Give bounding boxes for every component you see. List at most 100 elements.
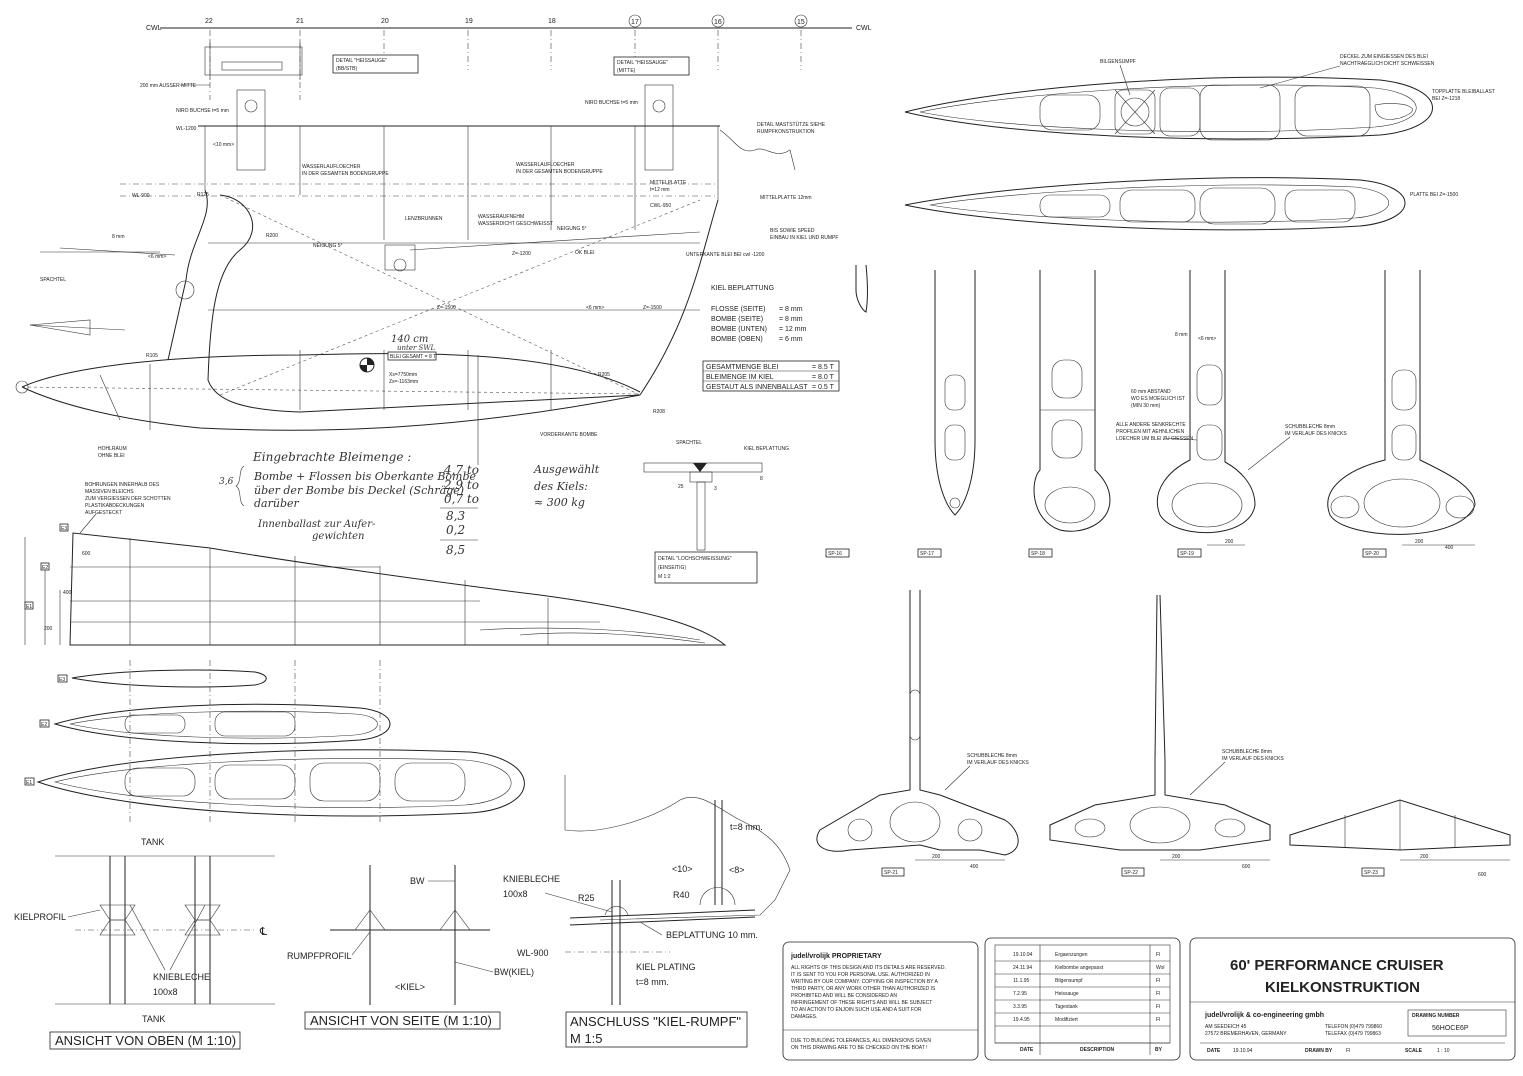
kiel-plating-1: KIEL PLATING — [636, 962, 696, 972]
station-18: 18 — [548, 18, 556, 25]
blei-row-1-label: GESAMTMENGE BLEI — [706, 364, 778, 371]
mittelplatte-dim: t=12 mm — [650, 187, 670, 193]
hand-innen-val: 0,2 — [446, 523, 465, 537]
sec-e2-tag: E2 — [41, 722, 47, 728]
sp20-dim-200: 200 — [1415, 539, 1424, 545]
beplattung-row-1-label: FLOSSE (SEITE) — [711, 306, 765, 313]
heissauge-bbstb-title: DETAIL "HEISSAUGE" — [336, 58, 387, 64]
topplatte-label-2: BEI Z=-1218 — [1432, 96, 1460, 102]
view-anschluss: KNIEBLECHE 100x8 R25 R40 WL-900 t=8 mm. … — [503, 775, 791, 1048]
blei-gesamt-label: BLEI GESAMT = 8 T — [390, 354, 436, 360]
dim-6mm-left: <6 mm> — [148, 254, 166, 260]
hand-sum: 8,3 — [446, 509, 465, 523]
sec-e3-tag: E3 — [59, 677, 65, 683]
nirobuchse-right: NIRO BUCHSE t=5 mm — [585, 100, 638, 106]
drawing-number-label: DRAWING NUMBER — [1412, 1013, 1460, 1019]
detail-heissauge-bbstb: DETAIL "HEISSAUGE" (BB/STB) 200 mm AUSSE… — [140, 40, 419, 171]
sections-row-2: SP-21 SCHUBBLECHE 8mm IM VERLAUF DES KNI… — [816, 590, 1511, 878]
scale-value: 1 : 10 — [1437, 1048, 1450, 1054]
ansicht-seite-title: ANSICHT VON SEITE (M 1:10) — [310, 1013, 492, 1028]
r125-label: R125 — [197, 192, 209, 198]
loch-title-2: (EINSEITIG) — [658, 565, 686, 571]
dim-600: 600 — [82, 551, 91, 557]
sp18-label: SP-18 — [1031, 551, 1045, 557]
cwl-label-right: CWL — [856, 25, 872, 32]
wasserlauf-left-2: IN DER GESAMTEN BODENGRUPPE — [302, 171, 389, 177]
beplattung-row-2-label: BOMBE (SEITE) — [711, 316, 763, 323]
z1200-label: Z=-1200 — [512, 251, 531, 257]
vorderkante-bombe-label: VORDERKANTE BOMBE — [540, 432, 598, 438]
r40-label: R40 — [673, 890, 690, 900]
keel-side-view: WL-1200 WL-900 R125 R200 R105 R205 R208 … — [15, 121, 838, 459]
schub-row1-2: IM VERLAUF DES KNICKS — [1285, 431, 1347, 437]
detail-heissauge-mitte: DETAIL "HEISSAUGE" (MITTE) NIRO BUCHSE t… — [585, 56, 690, 171]
gewicht-z: Zs=-1163mm — [389, 379, 418, 385]
tolerance-2: ON THIS DRAWING ARE TO BE CHECKED ON THE… — [791, 1045, 928, 1051]
loch-title-3: M 1:2 — [658, 574, 671, 580]
drawn-by-value: Fl — [1346, 1048, 1350, 1054]
beplattung-row-4-label: BOMBE (OBEN) — [711, 336, 763, 343]
loch-spachtel: SPACHTEL — [676, 440, 702, 446]
rev-6-desc: Modifiziert — [1055, 1017, 1078, 1023]
blei-row-3-label: GESTAUT ALS INNENBALLAST — [706, 384, 808, 391]
rev-3-date: 11.1.95 — [1013, 978, 1030, 984]
proprietary-body-1: ALL RIGHTS OF THIS DESIGN AND ITS DETAIL… — [791, 965, 946, 971]
maststuetze-1: DETAIL MASTSTÜTZE SIEHE — [757, 121, 826, 128]
wasserlauf-left-1: WASSERLAUFLOECHER — [302, 164, 361, 170]
unterkante-blei-label: UNTERKANTE BLEI BEI cwl -1200 — [686, 252, 765, 258]
top-plan-views: BILGENSUMPF DECKEL ZUM EINGIESSEN DES BL… — [904, 54, 1495, 231]
sp19-dim-6mm: <6 mm> — [1198, 336, 1216, 342]
company-addr-1: AM SEEDEICH 45 — [1205, 1024, 1247, 1030]
beplattung-row-1-value: = 8 mm — [779, 306, 803, 313]
hand-line-2: über der Bombe bis Deckel (Schräge) — [254, 484, 464, 497]
wl900-anschluss: WL-900 — [517, 948, 549, 958]
kiel-beplattung-list: KIEL BEPLATTUNG FLOSSE (SEITE) = 8 mm BO… — [711, 285, 807, 343]
heissauge-mitte-title: DETAIL "HEISSAUGE" — [617, 60, 668, 66]
z1500-b: Z=-1500 — [643, 305, 662, 311]
ansicht-oben-title: ANSICHT VON OBEN (M 1:10) — [55, 1033, 236, 1048]
heissauge-mitte-sub: (MITTE) — [617, 68, 636, 74]
t8-label: t=8 mm. — [730, 822, 763, 832]
rev-1-desc: Ergaenzungen — [1055, 952, 1088, 958]
alle-3: LOECHER UM BLEI ZU GIESSEN — [1116, 436, 1194, 442]
neigung-2: NEIGUNG 5° — [557, 226, 587, 232]
schub-row2b-2: IM VERLAUF DES KNICKS — [1222, 756, 1284, 762]
hand-val-1: 4,7 to — [443, 463, 479, 477]
drawing-number-value: 56HOCE6P — [1432, 1025, 1469, 1032]
company-name: judel/vrolijk & co-engineering gmbh — [1204, 1012, 1324, 1019]
sp16-label: SP-16 — [828, 551, 842, 557]
sp23-label: SP-23 — [1364, 870, 1378, 876]
wasseraufnehmer-2: WASSERDICHT GESCHWEISST — [478, 221, 553, 227]
bis-speed-1: BIS SOWIE SPEED — [770, 228, 815, 234]
sp22-dim-600: 600 — [1242, 864, 1251, 870]
anschluss-title: ANSCHLUSS "KIEL-RUMPF" — [570, 1014, 741, 1029]
tank-top-label: TANK — [141, 837, 164, 847]
dim-6mm-center: <6 mm> — [586, 305, 604, 311]
loch-kiel-beplattung: KIEL BEPLATTUNG — [744, 446, 789, 452]
kiel-tag: <KIEL> — [395, 982, 425, 992]
sp23-dim-200: 200 — [1420, 854, 1429, 860]
scale-label: SCALE — [1405, 1048, 1423, 1054]
tag8-label: <8> — [729, 865, 745, 875]
title-line-2: KIELKONSTRUKTION — [1265, 979, 1420, 996]
station-15: 15 — [797, 19, 805, 26]
dim-200: 200 — [44, 626, 53, 632]
r205-label: R205 — [598, 372, 610, 378]
spachtel-label: SPACHTEL — [40, 277, 66, 283]
bohrungen-1: BOHRUNGEN INNERHALB DES — [85, 482, 160, 488]
r25-label: R25 — [578, 893, 595, 903]
company-tel: TELEFON (0)479 799860 — [1325, 1024, 1382, 1030]
hand-val-2: 2,9 to — [443, 478, 479, 492]
sp21-dim-400: 400 — [970, 864, 979, 870]
date-label: DATE — [1207, 1048, 1221, 1054]
dim-8mm-left: 8 mm — [112, 234, 125, 240]
sec-e1-tag: E1 — [26, 780, 32, 786]
aussermitte-label: 200 mm AUSSER MITTE — [140, 83, 197, 89]
hand-aus-2: des Kiels: — [534, 480, 588, 493]
station-19: 19 — [465, 18, 473, 25]
drawn-by-label: DRAWN BY — [1305, 1048, 1333, 1054]
blei-row-3-value: = 0.5 T — [812, 384, 835, 391]
rev-col-by: BY — [1155, 1047, 1163, 1053]
wl1200-label: WL-1200 — [176, 126, 197, 132]
waterline-sections: E3 E2 E1 — [24, 660, 525, 825]
